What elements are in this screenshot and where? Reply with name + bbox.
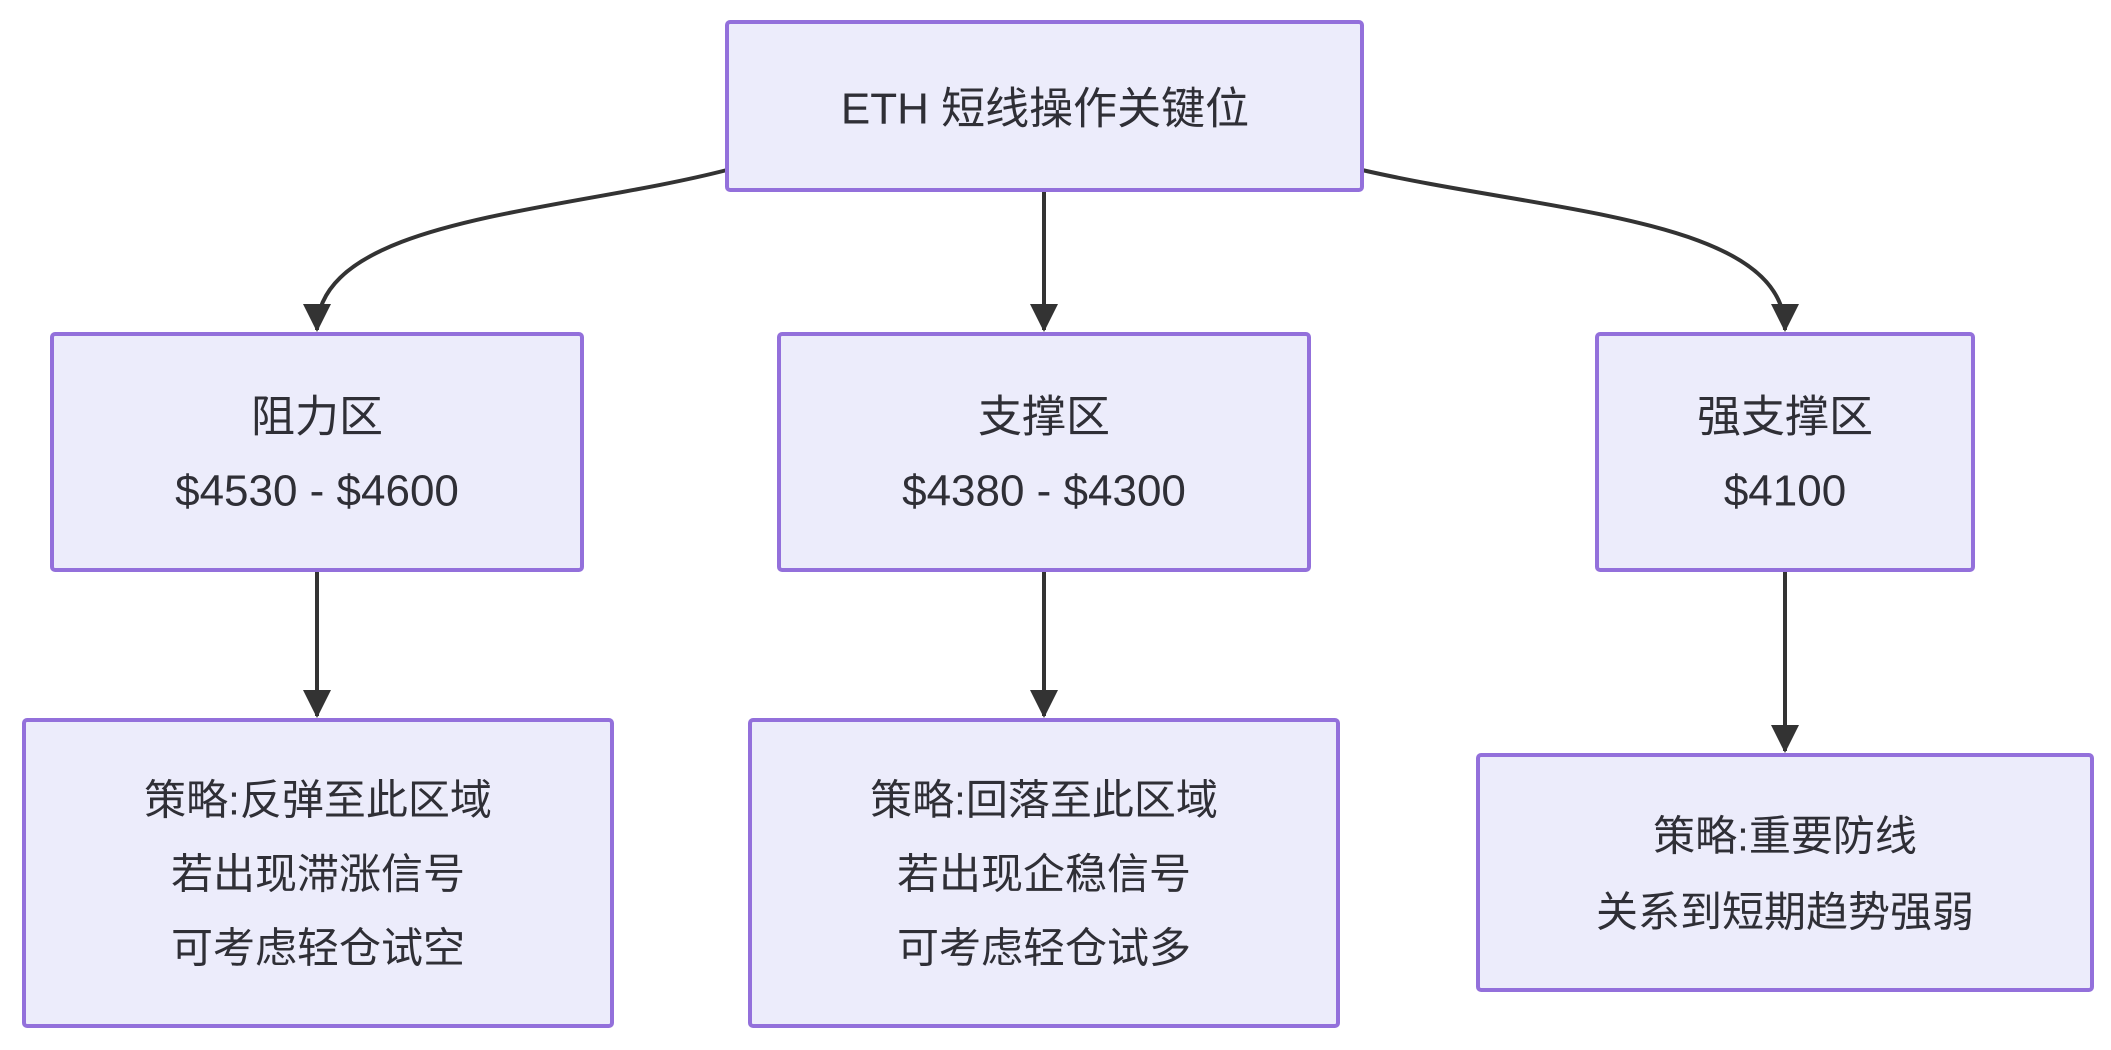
- node-root-box: [725, 20, 1364, 192]
- node-resistance-strategy-line1: 策略:反弹至此区域: [144, 777, 492, 824]
- node-support-zone-title: 支撑区: [978, 392, 1110, 441]
- node-strong-support-zone-title: 强支撑区: [1697, 392, 1873, 441]
- node-support-zone-range: $4380 - $4300: [902, 466, 1186, 515]
- node-strong-support-strategy-line1: 策略:重要防线: [1653, 813, 1917, 860]
- connector-root-to-strong-support-zone: [1361, 168, 1799, 332]
- node-strong-support-zone-box: [1595, 332, 1975, 572]
- node-resistance-zone-title: 阻力区: [251, 392, 383, 441]
- node-root-label: ETH 短线操作关键位: [841, 84, 1249, 133]
- node-resistance-strategy-box: [22, 718, 614, 1028]
- node-support-strategy-line2: 若出现企稳信号: [897, 851, 1191, 898]
- node-support-strategy-line1: 策略:回落至此区域: [870, 777, 1218, 824]
- node-resistance-strategy-line2: 若出现滞涨信号: [171, 851, 465, 898]
- node-resistance-zone-range: $4530 - $4600: [175, 466, 459, 515]
- node-resistance-zone-box: [50, 332, 584, 572]
- node-resistance-strategy: 策略:反弹至此区域 若出现滞涨信号 可考虑轻仓试空: [22, 718, 614, 1028]
- node-support-strategy: 策略:回落至此区域 若出现企稳信号 可考虑轻仓试多: [748, 718, 1340, 1028]
- node-strong-support-strategy-box: [1476, 753, 2094, 992]
- node-support-zone: 支撑区 $4380 - $4300: [777, 332, 1311, 572]
- node-resistance-zone: 阻力区 $4530 - $4600: [50, 332, 584, 572]
- node-support-zone-box: [777, 332, 1311, 572]
- node-strong-support-strategy-line2: 关系到短期趋势强弱: [1596, 889, 1974, 936]
- node-strong-support-strategy: 策略:重要防线 关系到短期趋势强弱: [1476, 753, 2094, 992]
- node-root: ETH 短线操作关键位: [725, 20, 1364, 192]
- node-strong-support-zone-level: $4100: [1724, 466, 1846, 515]
- node-resistance-strategy-line3: 可考虑轻仓试空: [171, 925, 465, 972]
- connector-root-to-resistance-zone: [303, 168, 728, 332]
- node-support-strategy-box: [748, 718, 1340, 1028]
- node-support-strategy-line3: 可考虑轻仓试多: [897, 925, 1191, 972]
- node-strong-support-zone: 强支撑区 $4100: [1595, 332, 1975, 572]
